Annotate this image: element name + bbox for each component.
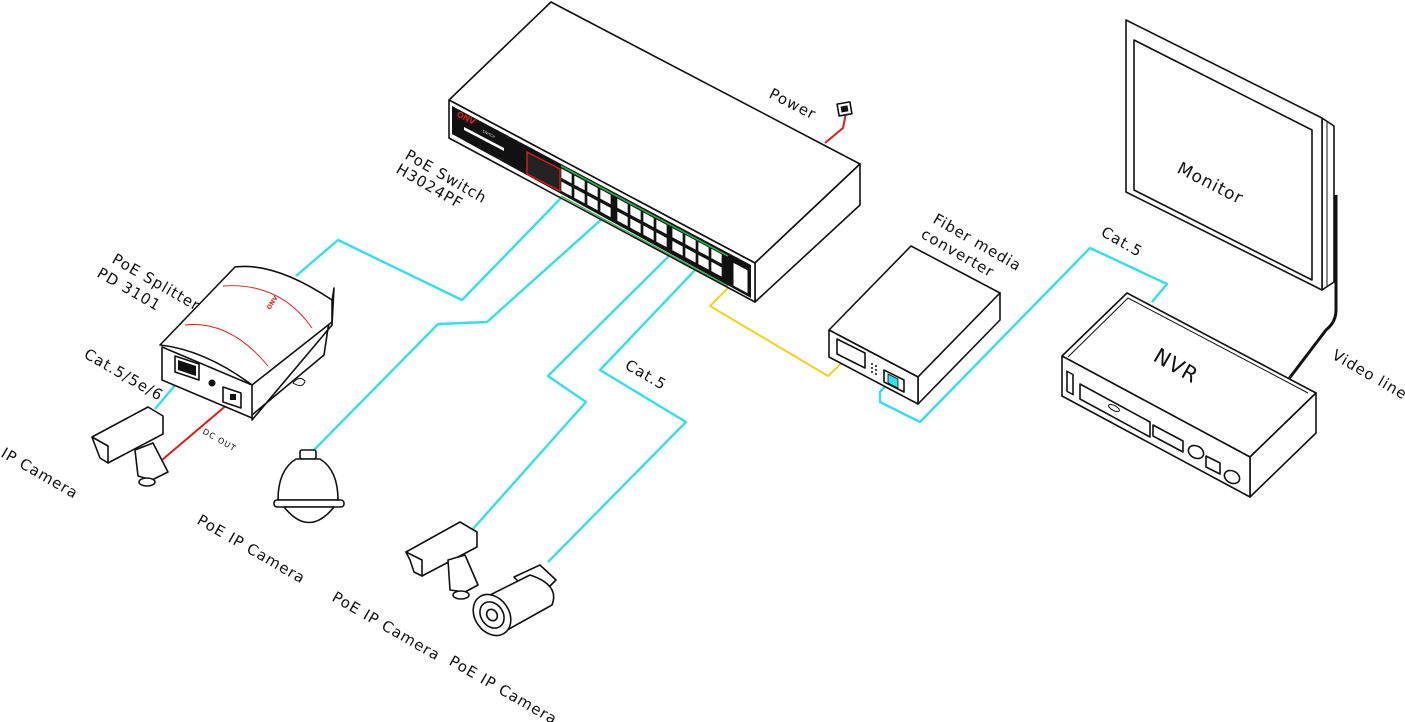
cables (154, 112, 1338, 563)
switch-port (560, 167, 573, 185)
switch-port (599, 201, 612, 219)
switch-port (710, 247, 723, 265)
switch-port (697, 240, 710, 258)
splitter-side (251, 287, 335, 421)
switch-port (586, 181, 599, 199)
cable-switch-to-bullet-camera (547, 267, 698, 563)
label-ip-camera: IP Camera (0, 444, 82, 503)
splitter-rj45-port-inner (178, 360, 196, 376)
splitter-mount-hole (292, 377, 306, 387)
splitter-accent-line-1 (222, 285, 313, 329)
switch-port (684, 233, 697, 251)
converter-fiber-port (836, 338, 866, 369)
splitter-top (159, 265, 333, 386)
label-cat-5-5e-6: Cat.5/5e/6 (81, 345, 166, 405)
switch-display-slot (464, 127, 504, 151)
splitter-dc-port-inner (230, 394, 236, 400)
monitor-screen (1133, 39, 1313, 281)
poe-splitter[interactable]: ONV (159, 265, 335, 421)
converter-leds (871, 363, 877, 375)
fiber-media-converter[interactable] (828, 245, 1001, 405)
switch-sfp-slot (732, 261, 749, 295)
label-poe-ip-camera-bullet: PoE IP Camera (446, 652, 561, 722)
ip-camera-box[interactable] (91, 406, 169, 487)
switch-port (599, 188, 612, 206)
dome-lens (283, 506, 335, 524)
switch-port (560, 180, 573, 198)
switch-port (655, 218, 668, 236)
converter-rj45-cable-plug (887, 373, 899, 389)
poe-switch[interactable]: ONV SWITCH (448, 1, 861, 303)
label-dc-out: DC OUT (201, 427, 238, 453)
nvr[interactable] (1061, 292, 1317, 498)
switch-port (616, 210, 629, 228)
switch-port (642, 211, 655, 229)
nvr-buttons (1152, 424, 1241, 485)
cable-switch-to-splitter (295, 195, 564, 302)
switch-console-port (526, 150, 561, 193)
label-poe-ip-camera-box: PoE IP Camera (329, 588, 444, 665)
switch-panel-text: SWITCH (482, 129, 496, 139)
switch-port-status-line-top (560, 165, 729, 257)
cable-converter-to-nvr (878, 246, 1169, 424)
camera-mount-base (138, 477, 156, 487)
splitter-led (208, 379, 216, 387)
label-poe-ip-camera-dome: PoE IP Camera (194, 511, 309, 588)
splitter-accent-line-2 (184, 324, 269, 367)
switch-port (671, 239, 684, 257)
camera-hood (91, 436, 109, 464)
cable-switch-to-box-camera (471, 252, 673, 531)
dome-body (277, 458, 339, 501)
nvr-disk-tray (1079, 383, 1151, 438)
cable-fiber-switch-to-converter (709, 287, 850, 377)
switch-port (573, 174, 586, 192)
label-power: Power (766, 85, 819, 124)
switch-port (684, 246, 697, 264)
switch-ports (560, 167, 723, 278)
switch-port-status-line-bottom (560, 195, 729, 287)
camera-mount (134, 442, 169, 481)
poe-ip-camera-bullet[interactable] (465, 564, 557, 643)
cable-dc-out (161, 397, 236, 461)
cable-video-line (1286, 195, 1338, 381)
monitor-bezel-side (1321, 117, 1335, 291)
nvr-power-button (1066, 370, 1074, 396)
switch-port (586, 194, 599, 212)
label-video-line: Video line (1329, 346, 1405, 404)
switch-port (573, 187, 586, 205)
cable-switch-to-dome-camera (311, 217, 604, 453)
switch-port (629, 204, 642, 222)
power-socket (836, 101, 853, 117)
cable-power (824, 112, 847, 144)
switch-port (710, 260, 723, 278)
poe-ip-camera-box[interactable] (405, 521, 479, 600)
switch-port (642, 224, 655, 242)
switch-port (616, 197, 629, 215)
switch-port (629, 217, 642, 235)
monitor[interactable] (1125, 19, 1335, 291)
switch-port (655, 231, 668, 249)
poe-ip-camera-dome[interactable] (273, 449, 345, 524)
switch-port (697, 253, 710, 271)
switch-port (671, 226, 684, 244)
